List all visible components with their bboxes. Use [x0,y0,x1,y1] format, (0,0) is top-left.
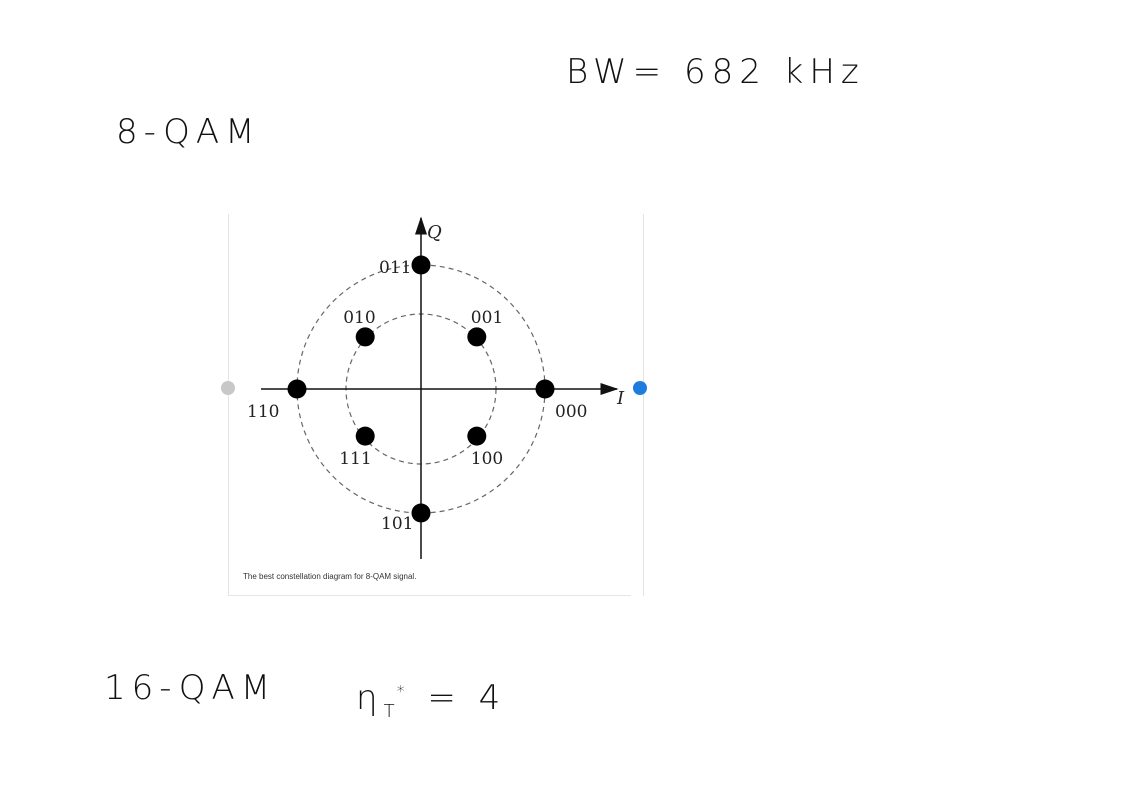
i-axis-label: I [616,388,625,409]
handwritten-8qam-title: 8-QAM [116,112,261,152]
left-resize-handle[interactable] [221,381,235,395]
constellation-point-100 [467,426,487,446]
constellation-point-011 [411,255,431,275]
handwritten-16qam-title: 16-QAM [104,668,277,708]
constellation-point-101 [411,503,431,523]
constellation-point-110 [287,379,307,399]
right-resize-handle[interactable] [633,381,647,395]
point-label-011: 011 [379,258,411,278]
point-label-111: 111 [339,449,371,469]
point-label-001: 001 [471,308,503,328]
point-label-100: 100 [471,449,503,469]
q-axis-label: Q [427,222,442,243]
constellation-point-010 [355,327,375,347]
constellation-points: 000 001 011 010 110 111 101 100 [247,255,587,534]
figure-divider [229,595,631,596]
constellation-point-000 [535,379,555,399]
eta-subscript: T [383,700,397,722]
point-label-110: 110 [247,402,279,422]
eta-value: = 4 [427,678,507,718]
constellation-point-111 [355,426,375,446]
handwritten-eta-note: ηT* = 4 [356,678,506,722]
point-label-000: 000 [555,402,587,422]
point-label-101: 101 [381,514,413,534]
constellation-point-001 [467,327,487,347]
handwritten-bandwidth-note: BW= 682 kHz [566,52,865,92]
eta-symbol: η [356,678,384,718]
figure-caption: The best constellation diagram for 8-QAM… [243,572,417,581]
constellation-diagram: Q I 000 001 011 010 110 111 101 100 [247,216,625,559]
eta-superscript: * [396,681,411,701]
point-label-010: 010 [343,308,375,328]
constellation-figure[interactable]: Q I 000 001 011 010 110 111 101 100 The best co… [228,214,644,596]
